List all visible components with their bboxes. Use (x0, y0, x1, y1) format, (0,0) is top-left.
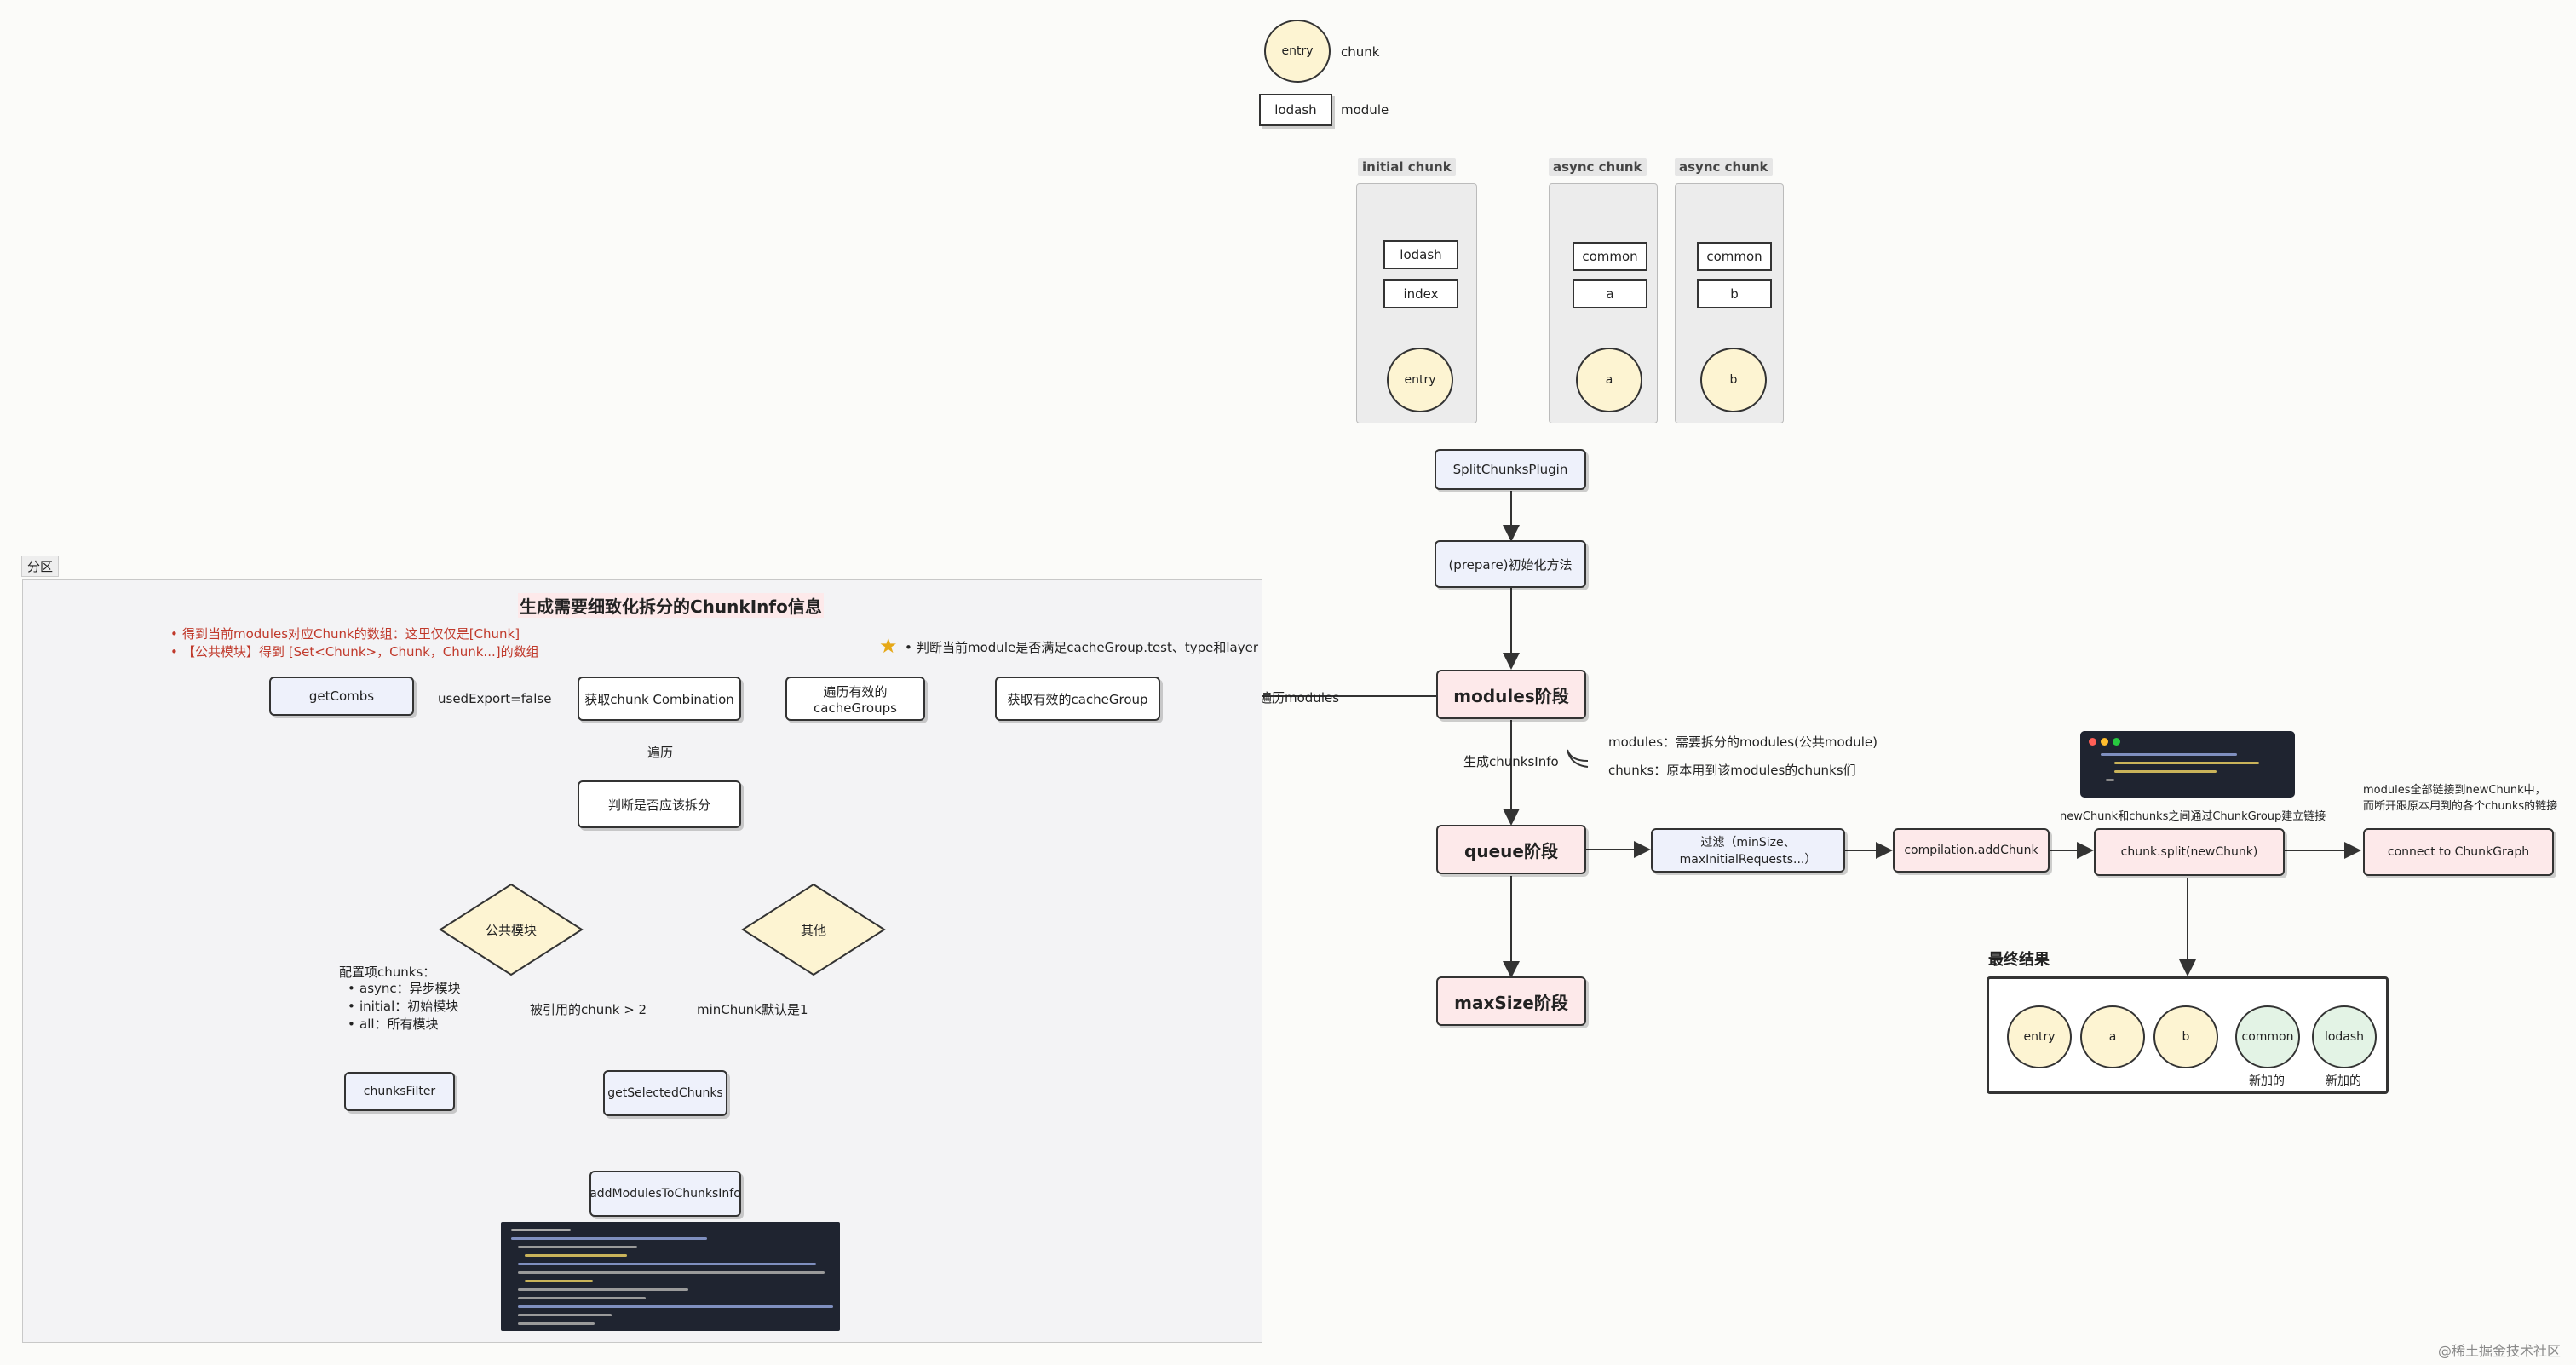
chunk-b: b (1700, 348, 1767, 412)
used-export-label: usedExport=false (438, 691, 552, 706)
get-combs-node: getCombs (269, 677, 414, 716)
maxsize-stage-node: maxSize阶段 (1436, 976, 1586, 1026)
get-selected-chunks-node: getSelectedChunks (603, 1070, 727, 1116)
traverse-label: 遍历 (647, 745, 674, 760)
partition-title: 生成需要细致化拆分的ChunkInfo信息 (518, 593, 824, 618)
graph-note-1: modules全部链接到newChunk中， (2363, 784, 2546, 797)
window-minimize-dot (2101, 738, 2108, 746)
get-chunk-combination-node: 获取chunk Combination (578, 677, 741, 721)
config-item-async: async：异步模块 (344, 980, 461, 998)
result-lodash: lodash (2312, 1005, 2377, 1068)
legend-chunk-circle: entry (1264, 20, 1331, 83)
config-item-all: all：所有模块 (344, 1016, 461, 1034)
result-common: common (2235, 1005, 2300, 1068)
module-lodash: lodash (1383, 240, 1458, 269)
star-icon: ★ (879, 634, 898, 658)
partition-note-2: 【公共模块】得到 [Set<Chunk>，Chunk，Chunk...]的数组 (167, 643, 539, 661)
chunk-split-node: chunk.split(newChunk) (2094, 828, 2285, 876)
split-chunks-plugin-node: SplitChunksPlugin (1435, 449, 1586, 490)
config-item-initial: initial：初始模块 (344, 998, 461, 1016)
other-decision: 其他 (741, 883, 886, 976)
result-a: a (2080, 1005, 2145, 1068)
modules-stage-node: modules阶段 (1436, 670, 1586, 719)
legend-module-label: module (1341, 102, 1389, 118)
link-note: newChunk和chunks之间通过ChunkGroup建立链接 (2060, 810, 2326, 823)
window-close-dot (2089, 738, 2096, 746)
partition-tag: 分区 (21, 556, 60, 577)
public-module-label: 公共模块 (485, 922, 537, 938)
legend-module-box: lodash (1259, 94, 1332, 126)
traverse-modules-label: 遍历modules (1259, 690, 1340, 706)
chunk-entry: entry (1387, 348, 1453, 412)
modules-note: modules：需要拆分的modules(公共module) (1608, 734, 1877, 750)
add-chunk-node: compilation.addChunk (1893, 828, 2050, 873)
queue-stage-node: queue阶段 (1436, 825, 1586, 874)
judge-split-node: 判断是否应该拆分 (578, 780, 741, 828)
loop-cache-groups-node: 遍历有效的cacheGroups (785, 677, 925, 721)
group-title-initial: initial chunk (1358, 158, 1456, 176)
filter-node: 过滤（minSize、maxInitialRequests...） (1651, 828, 1845, 873)
config-title: 配置项chunks： (339, 965, 436, 980)
group-title-async-b: async chunk (1675, 158, 1773, 176)
result-title: 最终结果 (1988, 951, 2050, 969)
group-title-async-a: async chunk (1549, 158, 1647, 176)
graph-note-2: 而断开跟原本用到的各个chunks的链接 (2363, 800, 2558, 813)
prepare-node: (prepare)初始化方法 (1435, 540, 1586, 588)
add-modules-to-chunks-info-node: addModulesToChunksInfo (589, 1171, 741, 1217)
min-chunk-label: minChunk默认是1 (697, 1002, 808, 1017)
chunk-a: a (1576, 348, 1642, 412)
legend-chunk-label: chunk (1341, 44, 1380, 60)
new-label-common: 新加的 (2249, 1074, 2285, 1088)
connect-chunk-graph-node: connect to ChunkGraph (2363, 828, 2554, 876)
module-b: b (1697, 279, 1772, 308)
other-label: 其他 (800, 922, 826, 938)
module-index: index (1383, 279, 1458, 308)
judge-note-list: 判断当前module是否满足cacheGroup.test、type和layer (901, 639, 1258, 657)
chunks-filter-node: chunksFilter (344, 1072, 455, 1111)
new-label-lodash: 新加的 (2326, 1074, 2361, 1088)
get-cache-group-node: 获取有效的cacheGroup (995, 677, 1160, 721)
partition-notes: 得到当前modules对应Chunk的数组：这里仅仅是[Chunk] 【公共模块… (167, 625, 539, 661)
partition-note-1: 得到当前modules对应Chunk的数组：这里仅仅是[Chunk] (167, 625, 539, 643)
module-common-a: common (1573, 242, 1647, 271)
module-a: a (1573, 279, 1647, 308)
result-b: b (2153, 1005, 2218, 1068)
judge-note: 判断当前module是否满足cacheGroup.test、type和layer (901, 639, 1258, 657)
window-maximize-dot (2113, 738, 2120, 746)
gen-chunksinfo-label: 生成chunksInfo (1463, 754, 1559, 769)
config-items: async：异步模块 initial：初始模块 all：所有模块 (344, 980, 461, 1034)
ref-count-label: 被引用的chunk > 2 (530, 1002, 647, 1017)
result-entry: entry (2007, 1005, 2072, 1068)
code-snippet-chunksinfo (501, 1222, 840, 1331)
chunks-note: chunks：原本用到该modules的chunks们 (1608, 763, 1856, 778)
module-common-b: common (1697, 242, 1772, 271)
public-module-decision: 公共模块 (439, 883, 584, 976)
site-watermark: @稀土掘金技术社区 (2438, 1343, 2562, 1359)
code-snippet-chunkgroup (2080, 731, 2295, 798)
